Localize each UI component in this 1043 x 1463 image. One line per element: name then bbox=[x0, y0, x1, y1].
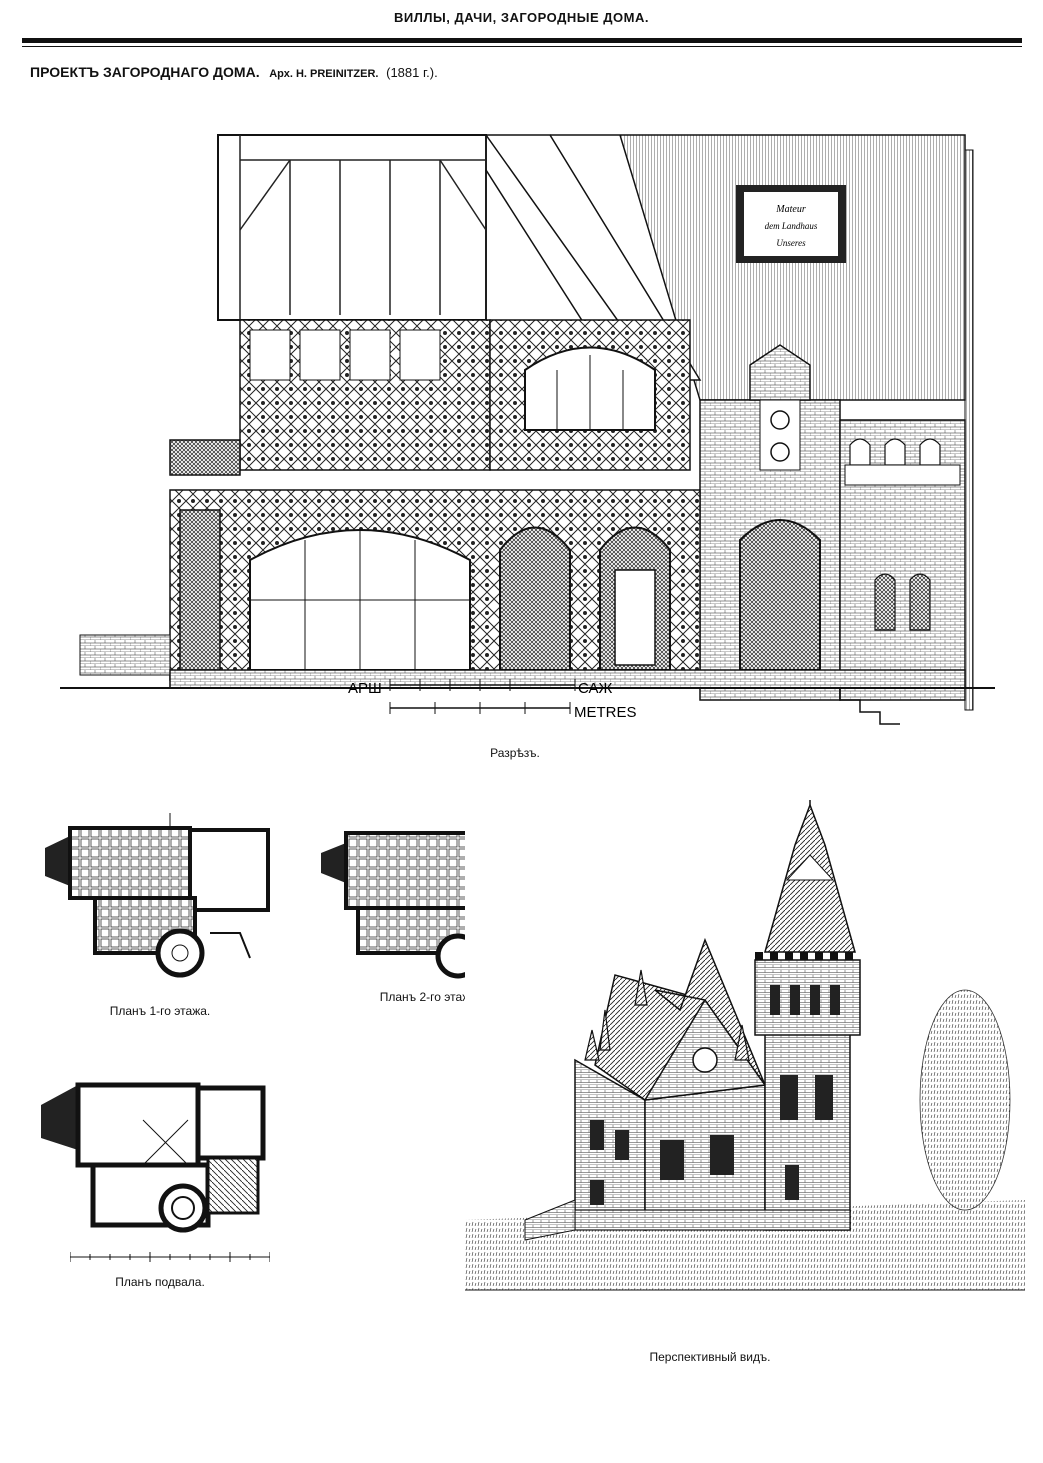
plaque-line-2: dem Landhaus bbox=[765, 221, 818, 231]
page-header-title: ВИЛЛЫ, ДАЧИ, ЗАГОРОДНЫЕ ДОМА. bbox=[394, 10, 649, 25]
plan-floor-2-caption: Планъ 2-го этажа. bbox=[379, 990, 481, 1004]
plan-basement-drawing bbox=[41, 1082, 266, 1233]
scale-label-sazh: САЖ bbox=[578, 680, 613, 697]
perspective-caption: Перспективный видъ. bbox=[649, 1350, 771, 1364]
project-architect: Арх. Н. PREINITZER. bbox=[269, 68, 379, 80]
plaque-line-1: Mateur bbox=[775, 204, 806, 215]
project-name: ПРОЕКТЪ ЗАГОРОДНАГО ДОМА. bbox=[30, 64, 260, 80]
project-title: ПРОЕКТЪ ЗАГОРОДНАГО ДОМА. Арх. Н. PREINI… bbox=[30, 64, 438, 80]
plan-floor-1-caption: Планъ 1-го этажа. bbox=[109, 1004, 211, 1018]
section-caption: Разрѣзъ. bbox=[490, 746, 540, 760]
plan-basement-caption: Планъ подвала. bbox=[115, 1275, 205, 1289]
header-rule bbox=[22, 38, 1022, 48]
perspective-drawing bbox=[465, 800, 1025, 1300]
project-year: (1881 г.). bbox=[386, 65, 438, 80]
plan-floor-1-drawing bbox=[45, 813, 270, 978]
plaque-line-3: Unseres bbox=[776, 238, 806, 248]
scale-label-arsh: АРШ bbox=[348, 680, 382, 697]
scale-label-metres: METRES bbox=[574, 704, 637, 721]
section-drawing: Mateur dem Landhaus Unseres bbox=[60, 134, 995, 725]
basement-scale-bar bbox=[70, 1252, 270, 1262]
